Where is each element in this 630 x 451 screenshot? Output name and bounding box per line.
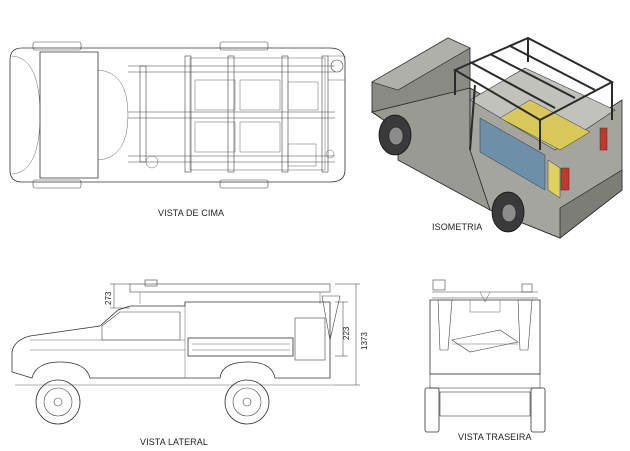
dim-rack-height: 273: [104, 291, 113, 305]
side-view: 273 223 1373: [11, 279, 369, 425]
dim-mid-height: 223: [342, 326, 351, 340]
caption-rear-view: VISTA TRASEIRA: [458, 432, 532, 442]
caption-isometric: ISOMETRIA: [432, 222, 483, 232]
rear-view: [424, 279, 546, 433]
top-view: [9, 41, 346, 189]
caption-side-view: VISTA LATERAL: [140, 437, 208, 447]
caption-top-view: VISTA DE CIMA: [158, 208, 225, 218]
isometric-view: [371, 36, 623, 239]
dim-total-height: 1373: [360, 332, 369, 350]
